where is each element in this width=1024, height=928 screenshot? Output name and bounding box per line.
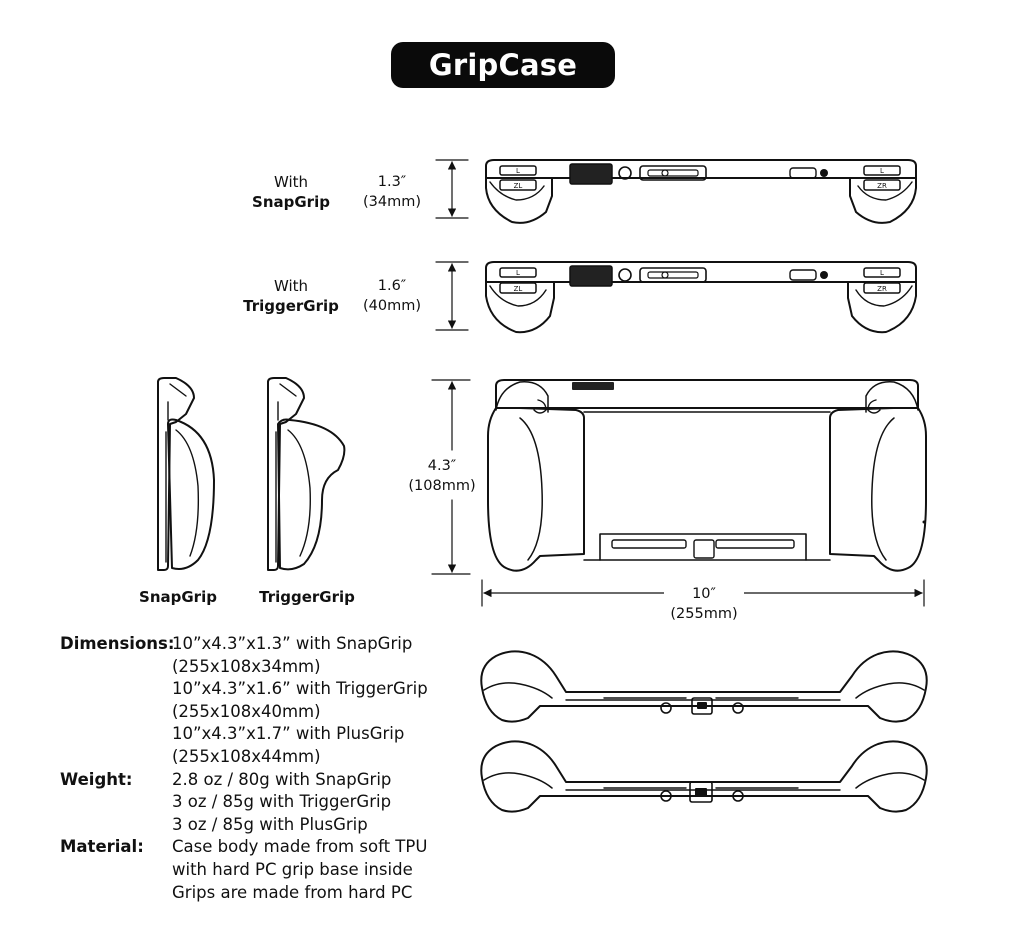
top-view-2-height: 1.6″ (40mm) bbox=[352, 276, 432, 316]
height-dimension-back bbox=[431, 379, 471, 575]
grip-name: TriggerGrip bbox=[243, 297, 339, 315]
page-title: GripCase bbox=[428, 48, 578, 82]
spec-dimensions-values: 10”x4.3”x1.3” with SnapGrip (255x108x34m… bbox=[172, 633, 472, 769]
spec-weight-key: Weight: bbox=[60, 769, 133, 789]
back-view-height: 4.3″ (108mm) bbox=[400, 456, 484, 496]
with-text: With bbox=[273, 173, 309, 191]
spec-line: 3 oz / 85g with TriggerGrip bbox=[172, 792, 392, 812]
with-text: With bbox=[273, 277, 309, 295]
back-view-width: 10″ (255mm) bbox=[664, 584, 744, 624]
back-view bbox=[487, 379, 927, 572]
snapgrip-label: SnapGrip bbox=[139, 588, 217, 606]
height-mm: (34mm) bbox=[362, 194, 421, 210]
spec-line: Case body made from soft TPU bbox=[172, 837, 428, 857]
spec-material-values: Case body made from soft TPU with hard P… bbox=[172, 836, 472, 904]
spec-line: 2.8 oz / 80g with SnapGrip bbox=[172, 769, 392, 789]
top-view-snapgrip bbox=[485, 159, 917, 224]
top-view-1-height: 1.3″ (34mm) bbox=[352, 172, 432, 212]
snapgrip-side-view bbox=[157, 377, 215, 571]
spec-line: 3 oz / 85g with PlusGrip bbox=[172, 814, 368, 834]
spec-weight-values: 2.8 oz / 80g with SnapGrip 3 oz / 85g wi… bbox=[172, 769, 472, 837]
top-view-1-label: With SnapGrip bbox=[236, 172, 346, 212]
spec-list: Dimensions: 10”x4.3”x1.3” with SnapGrip … bbox=[60, 633, 472, 904]
spec-line: (255x108x44mm) bbox=[172, 746, 321, 766]
height-mm: (40mm) bbox=[362, 298, 421, 314]
spec-dimensions-key: Dimensions: bbox=[60, 634, 175, 653]
spec-line: (255x108x40mm) bbox=[172, 701, 321, 721]
spec-line: Grips are made from hard PC bbox=[172, 882, 413, 902]
height-dimension-triggergrip bbox=[435, 261, 469, 331]
height-inches: 1.3″ bbox=[377, 174, 407, 190]
height-dimension-snapgrip bbox=[435, 159, 469, 219]
top-view-triggergrip bbox=[485, 261, 917, 334]
bottom-view-2 bbox=[480, 740, 928, 813]
title-badge: GripCase bbox=[391, 42, 615, 88]
spec-line: with hard PC grip base inside bbox=[172, 859, 413, 879]
height-inches: 1.6″ bbox=[377, 278, 407, 294]
spec-line: 10”x4.3”x1.3” with SnapGrip bbox=[172, 634, 413, 653]
spec-line: 10”x4.3”x1.6” with TriggerGrip bbox=[172, 679, 428, 699]
height-inches: 4.3″ bbox=[427, 458, 457, 474]
top-view-2-label: With TriggerGrip bbox=[232, 276, 350, 316]
width-inches: 10″ bbox=[664, 584, 744, 604]
spec-line: 10”x4.3”x1.7” with PlusGrip bbox=[172, 724, 405, 744]
width-mm: (255mm) bbox=[670, 606, 738, 622]
height-mm: (108mm) bbox=[408, 478, 476, 494]
triggergrip-side-view bbox=[267, 377, 346, 571]
triggergrip-label: TriggerGrip bbox=[259, 588, 355, 606]
bottom-view-1 bbox=[480, 650, 928, 723]
spec-material-key: Material: bbox=[60, 837, 144, 857]
spec-line: (255x108x34mm) bbox=[172, 656, 321, 676]
grip-name: SnapGrip bbox=[252, 193, 330, 211]
